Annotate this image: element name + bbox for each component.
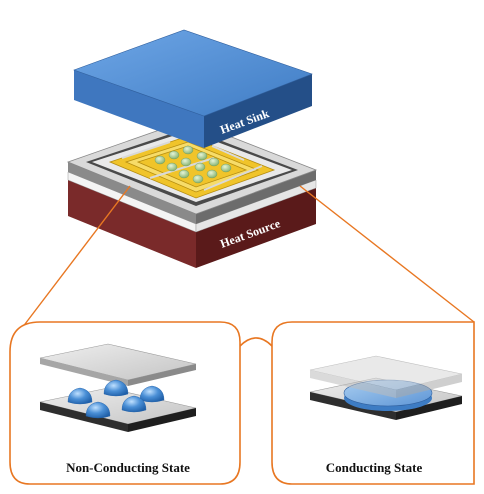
top-plate-conducting [309, 355, 463, 398]
heat-sink-block [73, 29, 313, 148]
electrode-gaps [121, 141, 263, 191]
heat-source-left-face [68, 178, 196, 268]
heat-sink-right-face [204, 74, 312, 148]
non-conducting-label: Non-Conducting State [66, 460, 190, 475]
panel-connector [239, 337, 273, 347]
heat-sink-left-face [74, 70, 204, 148]
heat-sink-top [73, 29, 313, 117]
conducting-panel: Conducting State [271, 321, 475, 485]
non-conducting-panel: Non-Conducting State [9, 321, 241, 485]
interdigitated-electrode [108, 135, 276, 199]
liquid-droplets [67, 379, 165, 419]
heat-source-right-face [196, 186, 316, 268]
callout-lines [21, 185, 475, 329]
top-plate [39, 343, 197, 386]
conducting-label: Conducting State [326, 460, 423, 475]
droplet-array [154, 145, 232, 184]
